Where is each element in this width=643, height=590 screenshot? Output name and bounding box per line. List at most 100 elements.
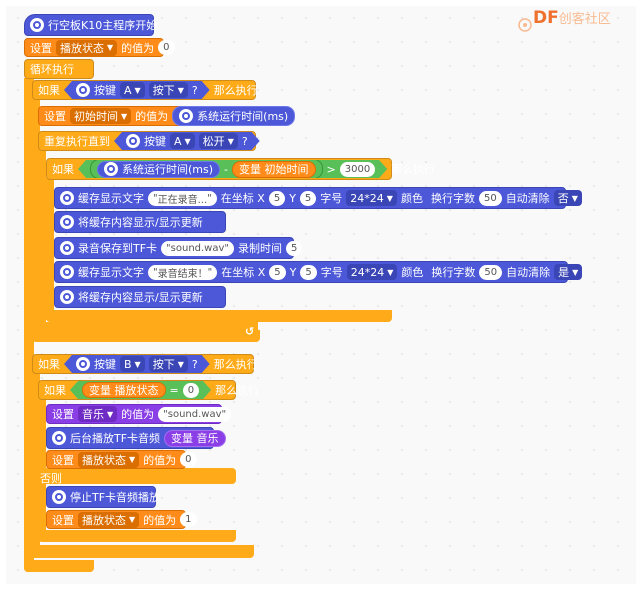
cache-text-label: 缓存显示文字 — [78, 192, 144, 205]
key-action-dropdown[interactable]: 按下▼ — [149, 356, 188, 372]
text-input[interactable]: "录音结束！" — [148, 264, 218, 280]
auto-clear-value: 是 — [558, 266, 570, 279]
x-input[interactable]: 5 — [269, 264, 286, 280]
reporter-label: 系统运行时间(ms) — [122, 163, 214, 176]
file-input[interactable]: "sound.wav" — [161, 240, 235, 256]
greater-than-sign: > — [326, 162, 336, 176]
equals-condition[interactable]: 变量 播放状态 = 0 — [70, 381, 211, 399]
text-input[interactable]: "正在录音..." — [148, 190, 217, 206]
auto-clear-dropdown[interactable]: 是▼ — [554, 264, 583, 280]
system-uptime-reporter[interactable]: 系统运行时间(ms) — [97, 161, 220, 178]
forever-loop-block[interactable]: 循环执行 — [24, 59, 94, 79]
chevron-down-icon: ▼ — [387, 267, 394, 277]
play-tf-audio-block[interactable]: 后台播放TF卡音频 变量 音乐 — [46, 427, 226, 449]
font-size-dropdown[interactable]: 24*24▼ — [346, 264, 398, 280]
if-key-a-block[interactable]: 如果 按键 A▼ 按下▼ ? 那么执行 — [32, 80, 258, 100]
start-hat-label: 行空板K10主程序开始 — [48, 19, 158, 32]
k10-board-icon — [60, 241, 74, 255]
cache-text-block-recording[interactable]: 缓存显示文字 "正在录音..." 在坐标 X 5 Y 5 字号 24*24▼ 颜… — [54, 187, 582, 209]
play-audio-label: 后台播放TF卡音频 — [70, 432, 161, 445]
text-value: 录音结束！ — [157, 268, 208, 280]
show-cache-label: 将缓存内容显示/显示更新 — [78, 216, 203, 229]
cache-text-block-finished[interactable]: 缓存显示文字 "录音结束！" 在坐标 X 5 Y 5 字号 24*24▼ 颜色 … — [54, 261, 583, 283]
key-a-released-condition[interactable]: 按键 A▼ 松开▼ ? — [114, 132, 260, 150]
y-input[interactable]: 5 — [300, 264, 317, 280]
variable-dropdown[interactable]: 播放状态▼ — [78, 511, 140, 528]
music-file-input[interactable]: "sound.wav" — [158, 406, 232, 422]
variable-name: 播放状态 — [82, 513, 126, 527]
else-label: 否则 — [40, 472, 62, 485]
key-a-pressed-condition[interactable]: 按键 A▼ 按下▼ ? — [64, 81, 210, 99]
if3-c-arm — [32, 373, 40, 558]
value-input[interactable]: 0 — [180, 452, 197, 467]
stop-audio-label: 停止TF卡音频播放 — [70, 491, 161, 504]
y-input[interactable]: 5 — [299, 190, 317, 206]
chevron-down-icon: ▼ — [129, 455, 136, 464]
set-start-time-block[interactable]: 设置 初始时间▼ 的值为 系统运行时间(ms) — [38, 106, 296, 126]
variable-dropdown[interactable]: 播放状态▼ — [56, 39, 118, 56]
key-label: 按键 — [144, 135, 166, 148]
loop-c-bottom — [24, 560, 94, 572]
music-file-value: sound.wav — [167, 408, 222, 420]
variable-dropdown[interactable]: 音乐▼ — [78, 406, 118, 422]
x-input[interactable]: 5 — [268, 190, 286, 206]
wrap-count-label: 换行字数 — [430, 192, 475, 205]
key-dropdown[interactable]: B▼ — [120, 356, 145, 372]
coord-y-label: Y — [289, 191, 296, 205]
if-play-state-block[interactable]: 如果 变量 播放状态 = 0 那么执行 — [38, 380, 259, 400]
set-play-state-block-3[interactable]: 设置 播放状态▼ 的值为 1 — [46, 510, 197, 529]
key-dropdown[interactable]: A▼ — [170, 133, 195, 149]
wrap-count-input[interactable]: 50 — [479, 264, 503, 280]
wrap-count-input[interactable]: 50 — [478, 190, 502, 206]
value-label: 的值为 — [143, 453, 177, 467]
key-b-pressed-condition[interactable]: 按键 B▼ 按下▼ ? — [64, 355, 210, 373]
chevron-down-icon: ▼ — [129, 515, 136, 524]
threshold-input[interactable]: 3000 — [340, 162, 375, 177]
repeat-c-bottom — [38, 322, 258, 336]
value-input[interactable]: 1 — [180, 512, 197, 527]
coord-y-label: Y — [289, 265, 297, 279]
minus-sign: - — [224, 162, 229, 176]
file-value: sound.wav — [170, 242, 225, 254]
df-watermark: DF创客社区 — [533, 8, 611, 28]
start-hat-block[interactable]: 行空板K10主程序开始 — [24, 14, 158, 36]
font-size-value: 24*24 — [350, 191, 384, 205]
key-action: 松开 — [202, 135, 225, 148]
key-action-dropdown[interactable]: 松开▼ — [199, 133, 238, 149]
compare-value-input[interactable]: 0 — [183, 383, 199, 398]
show-cache-block-1[interactable]: 将缓存内容显示/显示更新 — [54, 211, 226, 233]
if-elapsed-time-block[interactable]: 如果 系统运行时间(ms) - 变量 初始时间 > 3000 那么执行 — [46, 158, 435, 180]
record-to-tf-block[interactable]: 录音保存到TF卡 "sound.wav" 录制时间 5 — [54, 237, 303, 259]
key-name: A — [174, 134, 182, 148]
key-action-dropdown[interactable]: 按下▼ — [149, 82, 188, 98]
set-label: 设置 — [44, 110, 66, 123]
cache-text-label: 缓存显示文字 — [78, 266, 144, 279]
if-key-b-block[interactable]: 如果 按键 B▼ 按下▼ ? 那么执行 — [32, 354, 258, 374]
set-play-state-block-1[interactable]: 设置 播放状态▼ 的值为 0 — [24, 38, 175, 57]
key-name: B — [124, 357, 132, 371]
font-size-dropdown[interactable]: 24*24▼ — [346, 190, 397, 206]
question-mark: ? — [191, 83, 198, 97]
set-music-block[interactable]: 设置 音乐▼ 的值为 "sound.wav" — [46, 404, 232, 424]
subtract-operator[interactable]: 系统运行时间(ms) - 变量 初始时间 — [90, 159, 323, 179]
chevron-down-icon: ▼ — [121, 111, 128, 121]
value-input[interactable]: 0 — [158, 40, 175, 55]
music-variable[interactable]: 变量 音乐 — [164, 429, 226, 447]
show-cache-block-2[interactable]: 将缓存内容显示/显示更新 — [54, 286, 226, 308]
chevron-down-icon: ▼ — [177, 85, 184, 95]
start-time-variable[interactable]: 变量 初始时间 — [232, 161, 316, 178]
auto-clear-dropdown[interactable]: 否▼ — [553, 190, 582, 206]
play-state-variable[interactable]: 变量 播放状态 — [82, 382, 166, 398]
variable-dropdown[interactable]: 播放状态▼ — [78, 451, 140, 468]
system-uptime-reporter[interactable]: 系统运行时间(ms) — [172, 106, 296, 126]
stop-tf-audio-block[interactable]: 停止TF卡音频播放 — [46, 486, 160, 508]
set-play-state-block-2[interactable]: 设置 播放状态▼ 的值为 0 — [46, 450, 197, 469]
key-dropdown[interactable]: A▼ — [120, 82, 145, 98]
greater-than-condition[interactable]: 系统运行时间(ms) - 变量 初始时间 > 3000 — [78, 160, 387, 178]
if-label: 如果 — [38, 358, 60, 371]
record-time-input[interactable]: 5 — [286, 240, 303, 256]
key-action: 按下 — [152, 358, 175, 371]
repeat-until-block[interactable]: 重复执行直到 按键 A▼ 松开▼ ? — [38, 131, 256, 151]
variable-dropdown[interactable]: 初始时间▼ — [70, 108, 132, 124]
then-label: 那么执行 — [391, 163, 436, 176]
